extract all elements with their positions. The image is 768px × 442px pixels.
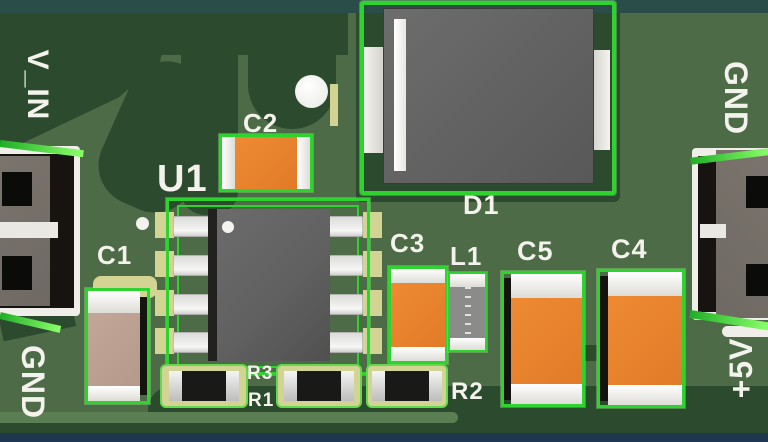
refdes-c1-label: C1: [97, 240, 133, 270]
edge-label-gnd-left: GND: [15, 344, 51, 420]
connector-right-pin-slot-2: [746, 264, 768, 296]
edge-label-gnd-right: GND: [718, 60, 754, 136]
resistor-2-body: [297, 371, 341, 401]
ic-pin-7: [325, 255, 363, 276]
l1-terminal-bottom: [450, 338, 485, 350]
resistor-2-package: [284, 371, 354, 401]
c1-terminal-bottom: [88, 386, 140, 401]
edge-label-plus5v: +5V: [723, 337, 759, 399]
l1-terminal-top: [450, 274, 485, 287]
c1-package: [88, 291, 140, 401]
gold-pad-u1-left-3: [155, 290, 174, 316]
ic-pin-6: [325, 294, 363, 315]
inductor-l1: [448, 272, 487, 352]
resistor-2-end-left: [284, 371, 297, 401]
c4-body: [608, 296, 682, 385]
refdes-u1-label: U1: [157, 158, 208, 200]
refdes-c5-label: C5: [517, 236, 554, 266]
refdes-r3-label: R3: [247, 363, 274, 384]
c4-shadow-edge: [600, 276, 608, 401]
gold-pad-u1-left-4: [155, 328, 174, 354]
capacitor-c5: [501, 271, 585, 407]
refdes-l1-label: L1: [450, 241, 483, 271]
c5-body: [511, 298, 582, 384]
connector-right-pin-slot-1: [746, 176, 768, 208]
connector-left-divider: [0, 222, 58, 238]
refdes-c4-label: C4: [611, 234, 648, 264]
capacitor-c1: [85, 288, 150, 404]
connector-right: [692, 148, 768, 320]
copper-pour-bottom-strip: [0, 421, 768, 434]
connector-right-bottom-trim: [722, 326, 768, 337]
chip-resistor-3: [366, 364, 448, 408]
pin1-marker-dot: [222, 221, 234, 233]
c4-package: [608, 272, 682, 405]
resistor-1-package: [169, 371, 239, 401]
connector-left-pin-slot-1: [2, 172, 32, 206]
c3-terminal-bottom: [391, 347, 445, 361]
l1-body-band: [450, 287, 485, 338]
capacitor-c2: [219, 134, 313, 192]
refdes-c3-label: C3: [390, 228, 426, 258]
trace-strip-bottom-left: [0, 412, 458, 423]
resistor-3-end-left: [372, 371, 385, 401]
refdes-r2-label: R2: [451, 378, 484, 405]
board-edge-bottom: [0, 433, 768, 442]
resistor-3-body: [385, 371, 429, 401]
c2-terminal-right: [297, 137, 310, 189]
c4-terminal-top: [608, 272, 682, 296]
ic-u1-left-edge: [208, 209, 217, 361]
refdes-c2-label: C2: [243, 108, 279, 138]
resistor-1-body: [182, 371, 226, 401]
connector-left-pin-slot-2: [2, 256, 32, 290]
ic-pin-1: [173, 216, 211, 237]
copper-pour-via-blob: [248, 13, 336, 129]
resistor-2-end-right: [341, 371, 354, 401]
c5-shadow-edge: [504, 278, 511, 400]
chip-resistor-2: [276, 364, 362, 408]
chip-resistor-1: [160, 364, 248, 408]
diode-lead-right: [590, 50, 610, 150]
ic-pin-4: [173, 332, 211, 353]
c4-terminal-bottom: [608, 385, 682, 405]
ic-pin-8: [325, 216, 363, 237]
pin1-silkscreen-dot: [136, 217, 149, 230]
resistor-1-end-right: [226, 371, 239, 401]
connector-right-divider: [700, 224, 726, 238]
diode-d1-body: [383, 8, 594, 184]
connector-left: [0, 146, 80, 316]
ic-u1-body: [208, 209, 330, 361]
c2-terminal-left: [222, 137, 235, 189]
gold-pad-via-side: [330, 84, 338, 126]
ic-pin-3: [173, 294, 211, 315]
refdes-d1-label: D1: [463, 190, 500, 220]
resistor-1-end-left: [169, 371, 182, 401]
c3-body: [391, 283, 445, 347]
c1-body: [88, 313, 140, 386]
capacitor-c3: [388, 266, 448, 364]
resistor-3-end-right: [429, 371, 442, 401]
gold-pad-u1-left-1: [155, 212, 174, 238]
via-hole: [295, 75, 328, 108]
ic-pin-5: [325, 332, 363, 353]
refdes-r1-label: R1: [248, 390, 275, 411]
resistor-3-package: [372, 371, 442, 401]
gold-pad-u1-left-2: [155, 251, 174, 277]
ic-u1-inner-outline: [177, 205, 359, 368]
c1-terminal-top: [88, 291, 140, 313]
diode-lead-left: [364, 47, 386, 153]
capacitor-c4: [597, 269, 685, 408]
edge-label-vin: V_IN: [21, 49, 54, 121]
c5-terminal-top: [511, 274, 582, 298]
cathode-band-icon: [394, 19, 406, 171]
ic-pin-2: [173, 255, 211, 276]
c1-shadow-edge: [140, 297, 147, 395]
ic-u1: [166, 198, 370, 375]
diode-d1: [360, 1, 616, 195]
c3-terminal-top: [391, 269, 445, 283]
c2-body: [235, 137, 297, 189]
c5-terminal-bottom: [511, 384, 582, 404]
c5-package: [511, 274, 582, 404]
